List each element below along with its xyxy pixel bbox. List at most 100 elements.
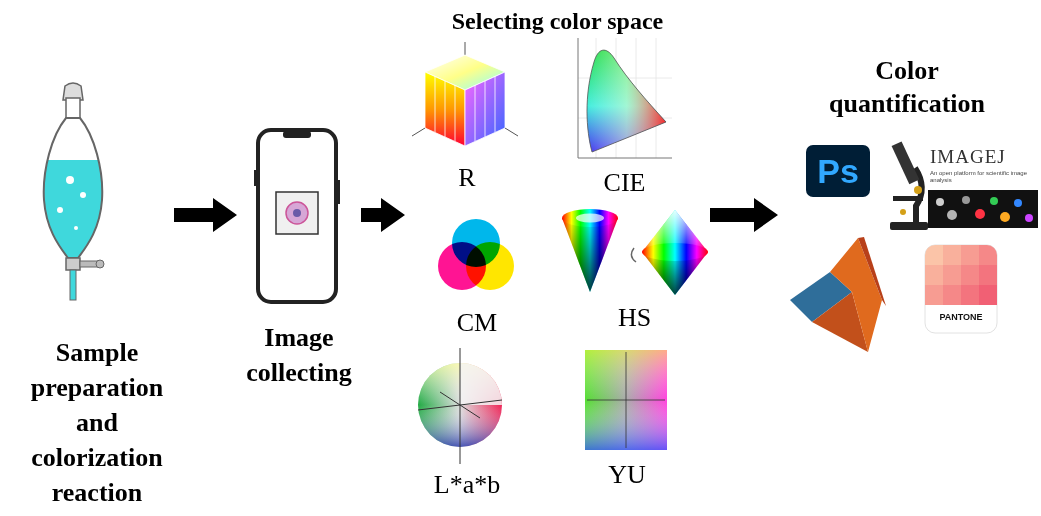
cell-dot bbox=[1025, 214, 1033, 222]
funnel-neck bbox=[66, 98, 80, 120]
color-tile bbox=[961, 265, 979, 285]
cube-slice bbox=[445, 81, 446, 137]
hsv-cone-shade bbox=[562, 218, 618, 292]
funnel-liquid bbox=[38, 160, 108, 260]
rotation-arrow bbox=[631, 248, 636, 262]
cmy-circles bbox=[438, 219, 514, 290]
cube-slice bbox=[455, 85, 456, 141]
logo-text: Ps bbox=[806, 145, 870, 197]
node-label: Color quantification bbox=[820, 54, 995, 120]
axis-line bbox=[412, 128, 425, 136]
cube-slice bbox=[475, 85, 476, 141]
sample-spot-center bbox=[293, 209, 301, 217]
hsv-cone-center bbox=[576, 214, 604, 223]
microscope-icon bbox=[890, 141, 928, 230]
hsv-cone-top bbox=[562, 209, 618, 227]
yellow-circle bbox=[466, 242, 514, 290]
imagej-banner bbox=[928, 190, 1038, 228]
funnel-stem bbox=[70, 270, 76, 300]
yuv-square-shade bbox=[585, 350, 667, 450]
node-label: Selecting color space bbox=[408, 6, 708, 36]
color-tile bbox=[925, 285, 943, 305]
color-space-item: CIE bbox=[565, 35, 684, 200]
color-space-item: R bbox=[410, 40, 524, 195]
cell-dot bbox=[1000, 212, 1010, 222]
cube-slice bbox=[495, 76, 496, 132]
phone-notch bbox=[283, 131, 311, 138]
logo-text: PANTONE bbox=[925, 310, 997, 324]
hsl-rim bbox=[642, 243, 708, 261]
axis-line bbox=[505, 128, 518, 136]
sample-spot bbox=[286, 202, 308, 224]
stopcock bbox=[66, 258, 80, 270]
cell-dot bbox=[962, 196, 970, 204]
color-tile bbox=[961, 245, 979, 265]
color-space-item: CM bbox=[425, 215, 529, 340]
microscope-base bbox=[890, 222, 928, 230]
axis-line bbox=[578, 38, 579, 158]
bubble bbox=[66, 176, 74, 184]
microscope-tube bbox=[892, 141, 920, 184]
photoshop-logo bbox=[806, 145, 870, 197]
axis-line bbox=[578, 158, 672, 159]
logo-text: IMAGEJ bbox=[930, 146, 1030, 168]
node-label: CIE bbox=[567, 168, 682, 198]
color-tile bbox=[925, 265, 943, 285]
cube-slice bbox=[485, 81, 486, 137]
cell-dot bbox=[975, 209, 985, 219]
sample-square bbox=[276, 192, 318, 234]
stopcock-handle bbox=[80, 261, 98, 267]
color-tile bbox=[925, 245, 943, 265]
separatory-funnel bbox=[38, 83, 108, 300]
microscope-light bbox=[900, 209, 906, 215]
node-label: Sample preparation and colorization reac… bbox=[22, 335, 172, 510]
rgb-cube bbox=[412, 42, 518, 146]
block-arrow bbox=[710, 198, 778, 232]
color-tile bbox=[961, 285, 979, 305]
logo-tagline: An open platform for scientific image an… bbox=[930, 170, 1034, 184]
node-label: Image collecting bbox=[239, 320, 359, 390]
cell-dot bbox=[936, 198, 944, 206]
banner-ground bbox=[928, 190, 1038, 228]
cube-face bbox=[465, 72, 505, 146]
color-tile bbox=[943, 245, 961, 265]
axis-line bbox=[460, 348, 461, 464]
stopcock-knob bbox=[96, 260, 104, 268]
microscope-knob bbox=[914, 186, 922, 194]
block-arrow bbox=[174, 198, 237, 232]
node-label: R bbox=[412, 163, 522, 193]
spectral-locus-shade bbox=[587, 50, 666, 152]
process-step: Sample preparation and colorization reac… bbox=[20, 80, 174, 512]
pantone-tiles bbox=[925, 245, 997, 305]
grid-line bbox=[656, 38, 657, 158]
cell-dot bbox=[1014, 199, 1022, 207]
node-label: HS bbox=[557, 303, 712, 333]
axis-line bbox=[587, 400, 665, 401]
microscope-stage bbox=[893, 196, 923, 201]
cell-dot bbox=[990, 197, 998, 205]
color-tile bbox=[943, 285, 961, 305]
node-label: YU bbox=[577, 460, 677, 490]
color-tile bbox=[979, 245, 997, 265]
membrane-face bbox=[830, 238, 882, 352]
yuv-plane bbox=[585, 350, 667, 450]
phone-body bbox=[258, 130, 336, 302]
color-tile bbox=[943, 265, 961, 285]
axis-line bbox=[440, 392, 480, 418]
color-tile bbox=[979, 265, 997, 285]
block-arrow bbox=[361, 198, 405, 232]
spectral-locus bbox=[587, 50, 666, 152]
matlab-logo bbox=[790, 237, 886, 352]
color-space-item: HS bbox=[555, 205, 714, 335]
cie-diagram bbox=[578, 38, 672, 158]
process-step: Image collecting bbox=[237, 120, 361, 392]
color-tile bbox=[979, 285, 997, 305]
color-space-item: L*a*b bbox=[410, 335, 524, 502]
axis-line bbox=[465, 42, 466, 55]
bubble bbox=[74, 226, 78, 230]
pantone-icon bbox=[925, 245, 997, 333]
color-space-item: YU bbox=[575, 345, 679, 492]
process-group: Selecting color spaceR CIE CM HS L*a*bYU bbox=[405, 2, 710, 502]
pantone-logo bbox=[925, 245, 997, 333]
cube-slice bbox=[435, 76, 436, 132]
